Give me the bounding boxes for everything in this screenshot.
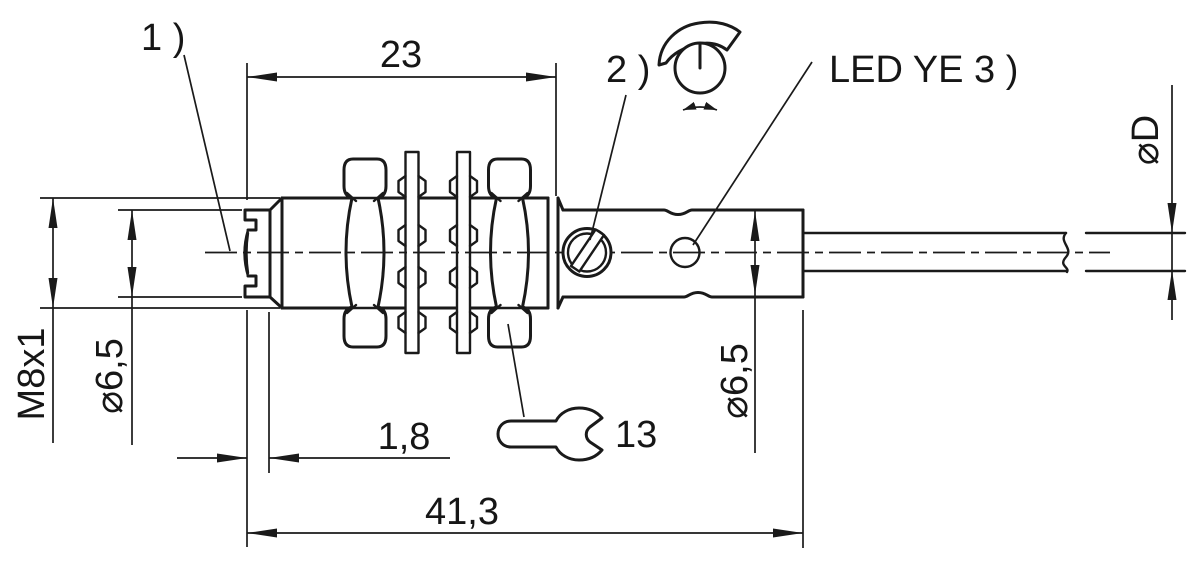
cable-break-icon [1062, 231, 1070, 274]
dim-thread-label: M8x1 [11, 328, 53, 421]
leader-wrench [507, 323, 525, 418]
potentiometer-screw [561, 227, 613, 278]
wrench-size-label: 13 [615, 414, 657, 456]
potentiometer-adjust-icon [657, 20, 742, 111]
leader-callout-3 [692, 61, 813, 246]
text-labels: 1 ) 23 2 ) LED YE 3 ) M8x1 ⌀6,5 1,8 13 ⌀… [11, 17, 1167, 533]
wrench-icon [496, 406, 604, 462]
dim-rear-diameter-label: ⌀6,5 [714, 343, 756, 419]
dim-front-diameter-label: ⌀6,5 [89, 338, 131, 414]
led-indicator-hole [669, 236, 701, 269]
dim-thread-length-label: 23 [380, 34, 422, 76]
leader-lines [183, 54, 813, 418]
end-flange [546, 196, 565, 310]
dimension-lines [48, 72, 1177, 538]
sensing-tip [243, 196, 284, 310]
dim-tip-length-label: 1,8 [378, 416, 431, 458]
dim-total-length-label: 41,3 [425, 491, 499, 533]
callout-2-label: 2 ) [606, 49, 650, 91]
screw-slot [569, 228, 606, 273]
callout-1-label: 1 ) [141, 17, 185, 59]
callout-3-led-label: LED YE 3 ) [829, 49, 1018, 91]
extension-lines [40, 63, 804, 548]
leader-callout-2 [589, 94, 627, 241]
leader-callout-1 [183, 54, 231, 252]
rear-housing [561, 208, 805, 299]
dim-cable-diameter-label: ⌀D [1125, 115, 1167, 165]
